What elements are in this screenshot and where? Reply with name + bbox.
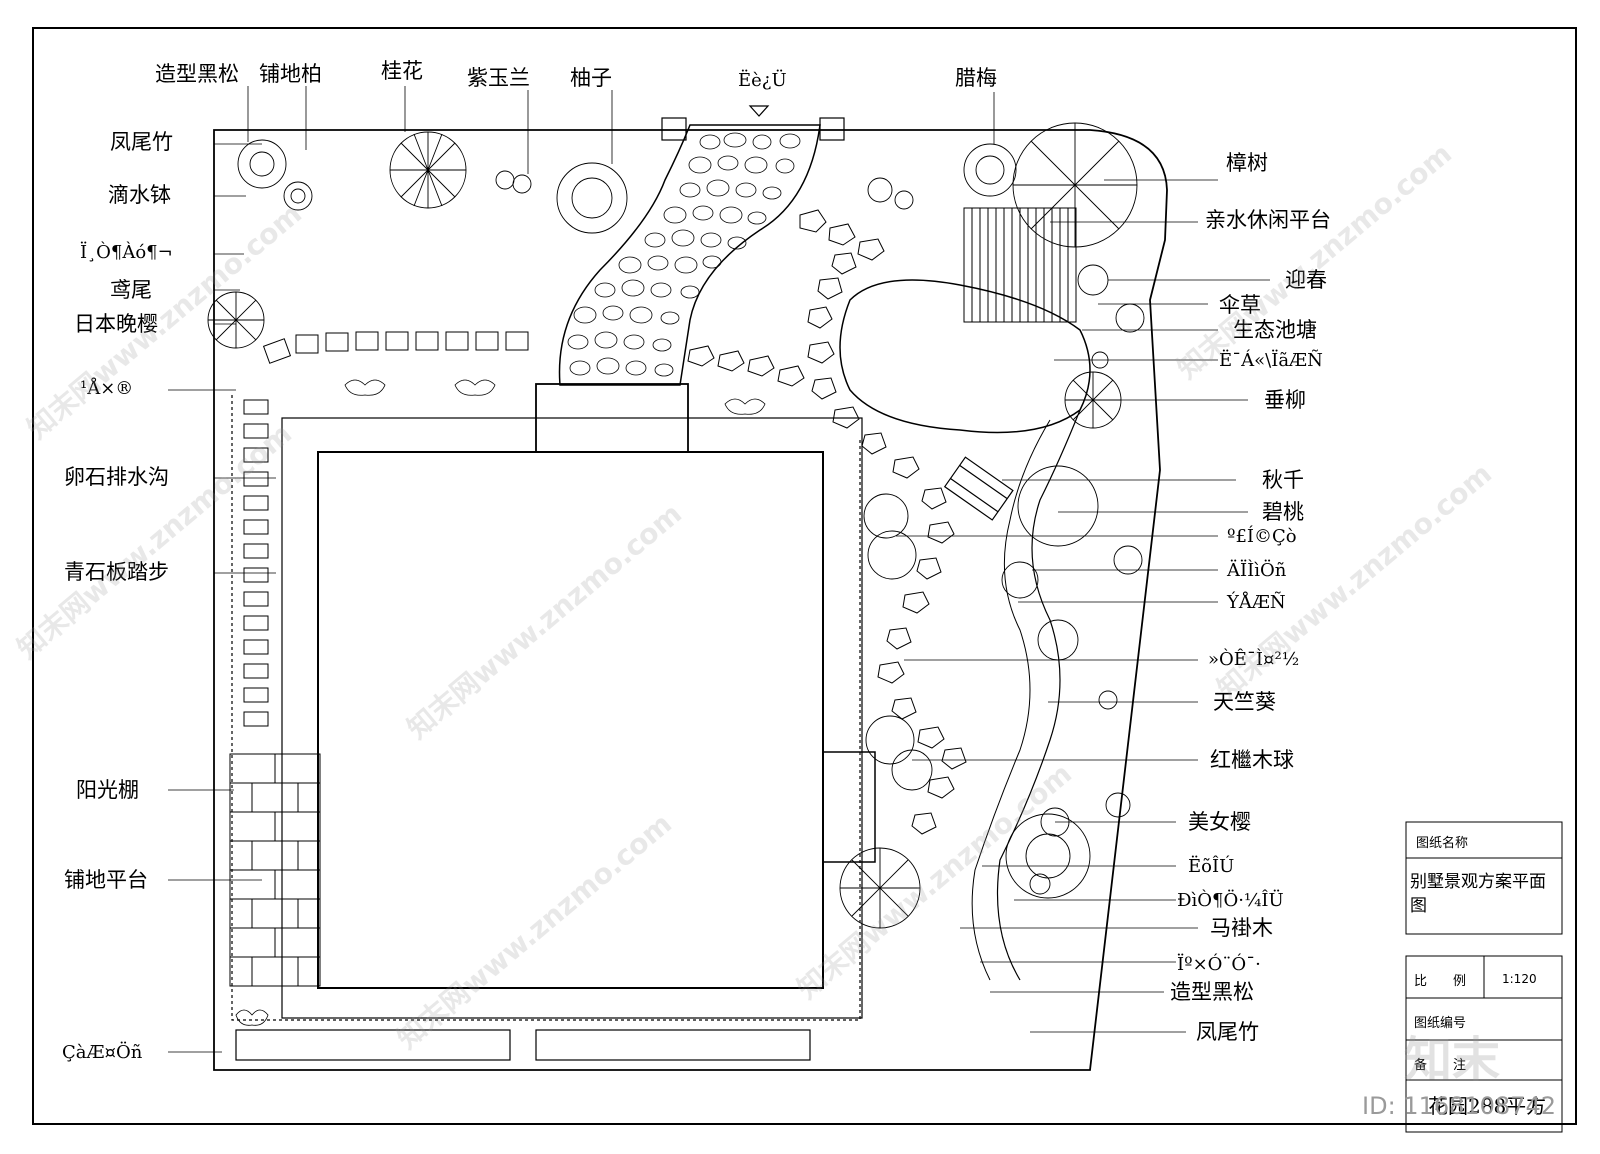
label-left-11: ÇàÆ¤Öñ: [62, 1042, 143, 1063]
label-right-18: ÐìÒ¶Ö·¼ÎÜ: [1177, 890, 1284, 911]
logo: 知末: [1404, 1032, 1501, 1088]
label-right-8: 秋千: [1262, 468, 1304, 492]
stepping-stones-right: [687, 209, 967, 835]
label-right-1: 樟树: [1226, 151, 1268, 175]
gate-post-left: [661, 117, 687, 141]
stream: [996, 409, 1081, 981]
label-right-13: »ÒÊ¯Ì¤²½: [1208, 649, 1300, 670]
title-block-scale-label: 比 例: [1414, 974, 1467, 989]
house-outer: [281, 417, 863, 1019]
label-right-17: ËõÎÚ: [1188, 856, 1235, 877]
shrub-clusters: [235, 379, 766, 1026]
label-left-5: 日本晚樱: [74, 312, 158, 336]
label-left-2: 滴水钵: [108, 183, 171, 207]
label-top-1: 造型黑松: [155, 62, 239, 86]
bay-window: [822, 751, 876, 863]
stepping-stones-top: [262, 331, 529, 364]
label-right-14: 天竺葵: [1213, 690, 1276, 714]
label-left-10: 铺地平台: [64, 868, 148, 892]
label-left-9: 阳光棚: [76, 778, 139, 802]
label-right-9: 碧桃: [1262, 500, 1304, 524]
label-right-22: 凤尾竹: [1196, 1020, 1259, 1044]
label-right-2: 亲水休闲平台: [1205, 208, 1331, 232]
label-top-7: 腊梅: [955, 66, 997, 90]
label-right-6: Ë¯Á«\ÏãÆÑ: [1219, 350, 1323, 371]
label-left-1: 凤尾竹: [110, 130, 173, 154]
label-right-5: 生态池塘: [1233, 318, 1317, 342]
sunroom: [229, 753, 321, 987]
waterside-deck: [963, 207, 1077, 323]
label-top-4: 紫玉兰: [467, 66, 530, 90]
title-block-scale-value: 1:120: [1502, 972, 1537, 986]
stepping-stones-left: [243, 399, 269, 727]
label-right-3: 迎春: [1285, 268, 1327, 292]
label-right-7: 垂柳: [1264, 388, 1306, 412]
cobble-stones: [567, 132, 801, 377]
title-block-frame: [1405, 821, 1563, 1133]
planter-strip-left: [235, 1029, 511, 1061]
label-left-7: 卵石排水沟: [64, 465, 169, 489]
title-block-name-value: 别墅景观方案平面图: [1410, 872, 1546, 916]
id-label: ID: 1168108742: [1362, 1092, 1556, 1120]
label-top-3: 桂花: [381, 59, 423, 83]
leader-lines: [168, 86, 1270, 1053]
label-left-3: Ï¸Ò¶Àó¶¬: [80, 242, 173, 263]
planter-strip-right: [535, 1029, 811, 1061]
label-right-11: ÄÏÌìÖñ: [1227, 560, 1287, 581]
title-block-remark-value: 花园288平方: [1428, 1094, 1547, 1118]
cobble-path: [558, 124, 821, 386]
label-right-19: 马褂木: [1210, 916, 1273, 940]
entrance-porch: [535, 383, 689, 453]
label-top-6: Ëè¿Ü: [738, 70, 787, 91]
entry-arrow: [748, 105, 770, 117]
label-top-5: 柚子: [570, 66, 612, 90]
garden-band: [231, 395, 861, 1021]
label-left-4: 鸢尾: [110, 278, 152, 302]
title-block-remark-label: 备 注: [1414, 1058, 1467, 1073]
label-top-2: 铺地柏: [259, 62, 322, 86]
site-boundary: [213, 129, 1168, 1071]
swing: [943, 456, 1014, 521]
label-right-21: 造型黑松: [1170, 980, 1254, 1004]
sheet-border: [32, 27, 1577, 1125]
label-right-4: 伞草: [1219, 293, 1261, 317]
label-right-12: ÝÅÆÑ: [1227, 592, 1286, 613]
label-left-8: 青石板踏步: [64, 560, 169, 584]
label-right-16: 美女樱: [1188, 810, 1251, 834]
stream-edge: [971, 419, 1051, 981]
label-left-6: ¹Å×®: [80, 378, 134, 399]
label-right-15: 红檵木球: [1210, 748, 1294, 772]
title-block-number-label: 图纸编号: [1414, 1016, 1467, 1031]
label-right-20: Ïº×Ó¨Ó¯·: [1177, 954, 1261, 975]
label-right-10: º£Í©Çò: [1227, 526, 1297, 547]
trees: [207, 122, 1145, 929]
title-block-name-header: 图纸名称: [1416, 836, 1469, 851]
gate-post-right: [819, 117, 845, 141]
